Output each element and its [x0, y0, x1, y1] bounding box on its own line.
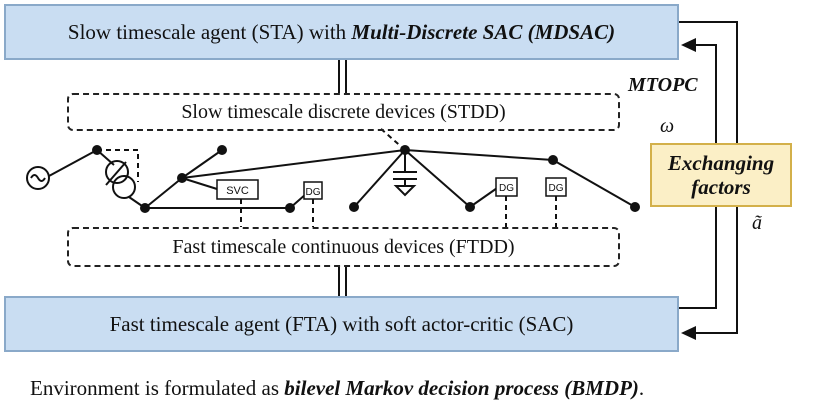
- feedback-arrowheads: [681, 38, 696, 340]
- environment-caption: Environment is formulated as bilevel Mar…: [30, 376, 644, 401]
- a-tilde-label: ã: [752, 212, 762, 234]
- svc-label: SVC: [226, 185, 249, 197]
- device-boxes: SVC DG DG DG: [216, 177, 567, 200]
- dg-box: [545, 177, 567, 197]
- bus-node-icon: [400, 145, 410, 155]
- ftdd-box: Fast timescale continuous devices (FTDD): [67, 227, 620, 267]
- stdd-box: Slow timescale discrete devices (STDD): [67, 93, 620, 131]
- dg-label: DG: [499, 183, 514, 194]
- ftdd-fta-link: [338, 267, 347, 296]
- bus-node-icon: [630, 202, 640, 212]
- bus-node-icon: [465, 202, 475, 212]
- caption-suffix: .: [638, 376, 645, 400]
- bus-node-icon: [548, 155, 558, 165]
- ac-source-icon: [26, 166, 50, 190]
- bus-node-icon: [285, 203, 295, 213]
- sta-text: Slow timescale agent (STA) with: [67, 19, 352, 44]
- dg-label: DG: [549, 183, 564, 194]
- svc-box: [216, 179, 259, 200]
- transformer-icon: [105, 160, 136, 199]
- sta-method: Multi-Discrete SAC (MDSAC): [351, 19, 616, 44]
- sta-stdd-link: [338, 60, 347, 93]
- mtopc-label: MTOPC: [628, 74, 698, 96]
- bus-node-icon: [92, 145, 102, 155]
- exchange-line1: Exchanging: [667, 151, 775, 175]
- dg-label: DG: [306, 187, 321, 198]
- bus-node-icon: [349, 202, 359, 212]
- fast-timescale-agent-box: Fast timescale agent (FTA) with soft act…: [4, 296, 679, 352]
- dg-box: [495, 177, 518, 197]
- bus-node-icon: [217, 145, 227, 155]
- exchange-line2: factors: [691, 175, 751, 199]
- dg-box: [303, 181, 323, 200]
- bus-nodes: [92, 145, 640, 213]
- bus-node-icon: [177, 173, 187, 183]
- power-grid: [26, 127, 636, 227]
- arrow-to-fta: [681, 326, 696, 340]
- arrow-to-sta: [681, 38, 696, 52]
- capacitor-icon: [393, 171, 417, 197]
- ftdd-label: Fast timescale continuous devices (FTDD): [168, 235, 519, 259]
- omega-label: ω: [660, 115, 675, 137]
- slow-timescale-agent-box: Slow timescale agent (STA) with Multi-Di…: [4, 4, 679, 60]
- caption-emphasis: bilevel Markov decision process (BMDP): [284, 376, 639, 400]
- fta-text: Fast timescale agent (FTA) with soft act…: [109, 311, 574, 336]
- stdd-label: Slow timescale discrete devices (STDD): [177, 100, 510, 124]
- exchanging-factors-box: Exchanging factors: [650, 143, 792, 207]
- bus-node-icon: [140, 203, 150, 213]
- caption-prefix: Environment is formulated as: [30, 376, 285, 400]
